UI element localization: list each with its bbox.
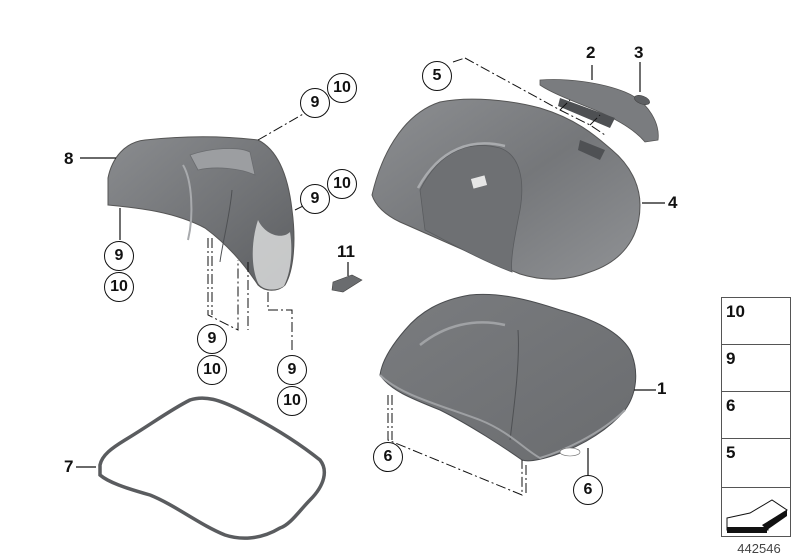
part-2-trim-strip[interactable] <box>539 79 659 143</box>
part-3-emblem[interactable] <box>633 94 651 107</box>
callout-7[interactable]: 7 <box>64 457 74 476</box>
dashdot-leaders <box>207 57 606 496</box>
callout-5[interactable]: 5 <box>422 61 452 91</box>
callout-8[interactable]: 8 <box>64 149 74 168</box>
legend-item-screw-10[interactable]: 10 <box>721 297 791 345</box>
leader-lines <box>76 62 665 478</box>
callout-9[interactable]: 9 <box>104 241 134 271</box>
callout-10[interactable]: 10 <box>197 355 227 385</box>
callout-9[interactable]: 9 <box>300 88 330 118</box>
document-number: 442546 <box>737 541 781 556</box>
callout-4[interactable]: 4 <box>668 193 678 212</box>
legend-item-rivet-5[interactable]: 5 <box>721 438 791 488</box>
part-1-lower-shell[interactable] <box>379 293 637 462</box>
callout-6[interactable]: 6 <box>573 475 603 505</box>
legend-item-clip-nut-9[interactable]: 9 <box>721 344 791 392</box>
part-7-seal-gasket[interactable] <box>98 396 327 540</box>
legend-label: 9 <box>726 349 736 368</box>
callout-10[interactable]: 10 <box>277 386 307 416</box>
legend-item-screw-6[interactable]: 6 <box>721 391 791 439</box>
callout-9[interactable]: 9 <box>300 184 330 214</box>
part-11-bracket[interactable] <box>331 274 363 293</box>
callout-6[interactable]: 6 <box>373 442 403 472</box>
legend-label: 10 <box>726 302 745 321</box>
callout-10[interactable]: 10 <box>104 272 134 302</box>
callout-1[interactable]: 1 <box>657 379 667 398</box>
legend-item-direction <box>721 487 791 537</box>
callout-10[interactable]: 10 <box>327 169 357 199</box>
legend-label: 5 <box>726 443 736 462</box>
callout-9[interactable]: 9 <box>277 355 307 385</box>
part-8-backrest-cover[interactable] <box>107 136 295 291</box>
callout-2[interactable]: 2 <box>586 43 596 62</box>
legend-label: 6 <box>726 396 736 415</box>
callout-3[interactable]: 3 <box>634 43 644 62</box>
part-4-lid-shell[interactable] <box>371 98 641 280</box>
callout-9[interactable]: 9 <box>197 324 227 354</box>
callout-11[interactable]: 11 <box>337 242 355 261</box>
callout-10[interactable]: 10 <box>327 73 357 103</box>
